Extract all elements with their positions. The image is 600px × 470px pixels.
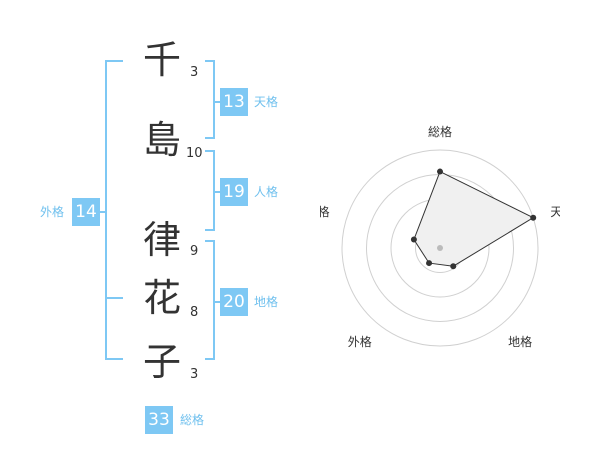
radar-area xyxy=(413,170,535,267)
name-char-4: 花 xyxy=(142,276,181,320)
jinkaku-badge: 19 xyxy=(220,178,248,206)
tenkaku-bracket-top xyxy=(205,60,215,62)
chikaku-bracket-bottom xyxy=(205,358,215,360)
name-char-3: 律 xyxy=(142,218,181,262)
radar-chart: 総格天格地格 外格 人格 xyxy=(320,124,560,349)
jinkaku-label: 人格 xyxy=(254,185,279,199)
radar-axis-label: 天格 xyxy=(550,204,560,219)
radar-point xyxy=(437,168,443,175)
name-char-5: 子 xyxy=(142,340,181,384)
jinkaku-bracket-top xyxy=(205,150,215,152)
radar-ring xyxy=(341,149,539,347)
soukaku-badge: 33 xyxy=(145,406,173,434)
gaikaku-bracket-bottom xyxy=(105,358,123,360)
radar-point xyxy=(410,236,417,243)
radar-point xyxy=(426,260,433,267)
stroke-count-3: 9 xyxy=(190,244,199,259)
tenkaku-connector xyxy=(213,101,220,103)
radar-axis-label: 地格 xyxy=(508,334,532,349)
gaikaku-bracket-vertical xyxy=(105,60,107,360)
chikaku-badge: 20 xyxy=(220,288,248,316)
radar-point xyxy=(450,263,457,270)
jinkaku-bracket-bottom xyxy=(205,229,215,231)
chikaku-bracket-top xyxy=(205,240,215,242)
radar-point xyxy=(530,214,537,221)
soukaku-label: 総格 xyxy=(180,413,205,427)
tenkaku-bracket-vertical xyxy=(213,60,215,139)
gaikaku-badge: 14 xyxy=(72,198,100,226)
name-char-1: 千 xyxy=(142,38,181,82)
radar-axis-label: 外格 xyxy=(348,334,372,349)
radar-axis-label: 総格 xyxy=(428,124,452,139)
radar-axis-label: 人格 xyxy=(320,204,330,219)
jinkaku-connector xyxy=(213,191,220,193)
stroke-count-5: 3 xyxy=(190,367,199,382)
stroke-count-4: 8 xyxy=(190,305,199,320)
jinkaku-bracket-vertical xyxy=(213,150,215,231)
chikaku-bracket-vertical xyxy=(213,240,215,360)
radar-center-dot xyxy=(437,245,443,251)
stroke-count-1: 3 xyxy=(190,65,199,80)
gaikaku-bracket-mid xyxy=(105,297,123,299)
tenkaku-label: 天格 xyxy=(254,95,279,109)
gaikaku-connector xyxy=(100,211,105,213)
tenkaku-badge: 13 xyxy=(220,88,248,116)
name-char-2: 島 xyxy=(142,118,181,162)
gaikaku-bracket-top xyxy=(105,60,123,62)
stroke-count-2: 10 xyxy=(186,146,203,161)
tenkaku-bracket-bottom xyxy=(205,137,215,139)
chikaku-connector xyxy=(213,301,220,303)
chikaku-label: 地格 xyxy=(254,295,279,309)
gaikaku-label: 外格 xyxy=(40,205,65,219)
